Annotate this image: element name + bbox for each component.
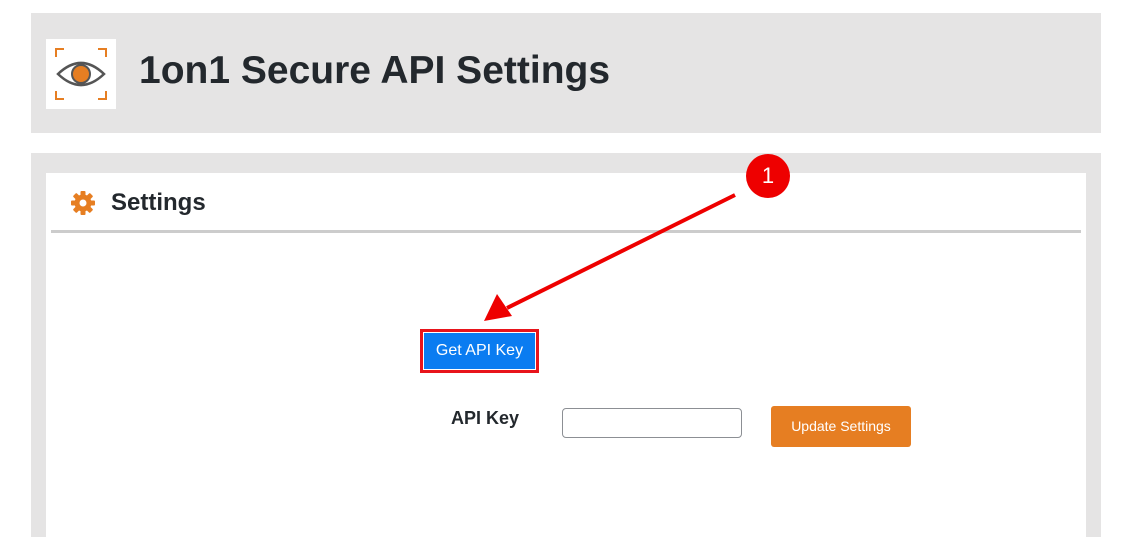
settings-title: Settings: [111, 189, 206, 216]
panel-header: Settings: [46, 173, 1086, 233]
page-title: 1on1 Secure API Settings: [139, 49, 611, 92]
api-key-label: API Key: [451, 408, 520, 428]
update-settings-button[interactable]: Update Settings: [771, 406, 911, 447]
api-key-input[interactable]: [562, 408, 742, 438]
settings-panel: Settings Get API Key API Key Update Sett…: [46, 173, 1086, 537]
step-badge: 1: [746, 154, 790, 198]
eye-focus-icon: [46, 39, 116, 109]
page-header: 1on1 Secure API Settings: [31, 13, 1101, 133]
settings-container: Settings Get API Key API Key Update Sett…: [31, 153, 1101, 537]
get-api-key-button[interactable]: Get API Key: [424, 333, 535, 369]
highlight-box: [420, 329, 539, 373]
gear-icon: [71, 191, 95, 215]
divider: [51, 230, 1081, 233]
